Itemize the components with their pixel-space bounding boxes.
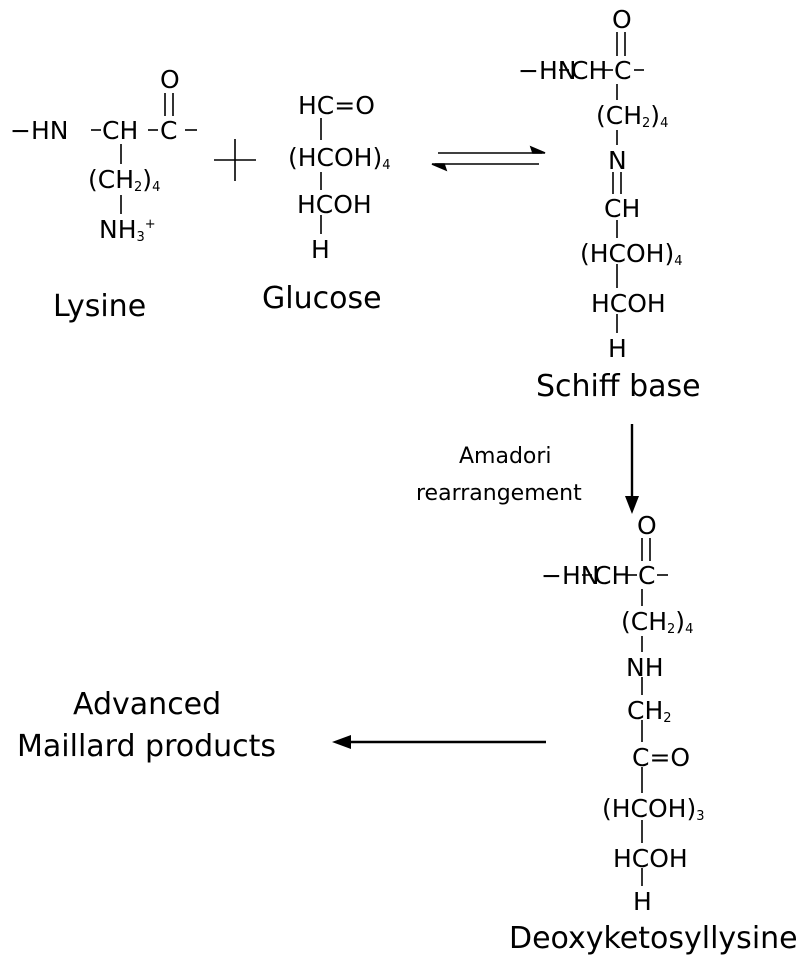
amadori-label-line1: Amadori bbox=[459, 444, 552, 469]
products-label-line2: Maillard products bbox=[17, 729, 277, 764]
schiff-carbonyl-carbon: C bbox=[614, 56, 632, 85]
deoxy-hcoh: HCOH bbox=[613, 844, 688, 873]
lysine-side-chain: (CH2)4 bbox=[88, 165, 161, 195]
deoxy-methylene: CH2 bbox=[627, 696, 672, 726]
deoxy-amine: NH bbox=[626, 653, 664, 682]
schiff-side-chain: (CH2)4 bbox=[596, 101, 669, 131]
deoxy-alpha-carbon: CH bbox=[594, 561, 631, 590]
amadori-arrow bbox=[625, 424, 639, 514]
lysine-chain-left: −HN bbox=[10, 116, 69, 145]
glucose-hcoh: HCOH bbox=[297, 190, 372, 219]
glucose-terminal-h: H bbox=[311, 235, 330, 264]
products-label-line1: Advanced bbox=[73, 687, 222, 722]
deoxy-chain-left: −HN bbox=[541, 561, 600, 590]
lysine-amino-group: NH3+ bbox=[99, 215, 156, 245]
schiff-imine-nitrogen: N bbox=[608, 146, 627, 175]
deoxy-carbonyl-oxygen: O bbox=[637, 511, 657, 540]
lysine-label: Lysine bbox=[53, 289, 147, 324]
lysine-alpha-carbon: CH bbox=[102, 116, 139, 145]
schiff-terminal-h: H bbox=[608, 334, 627, 363]
deoxy-carbonyl-carbon: C bbox=[638, 561, 656, 590]
deoxy-terminal-h: H bbox=[633, 887, 652, 916]
glucose-aldehyde: HC=O bbox=[298, 91, 375, 120]
deoxy-side-chain: (CH2)4 bbox=[621, 607, 694, 637]
schiff-chain-left: −HN bbox=[518, 56, 577, 85]
deoxyketosyllysine-label: Deoxyketosyllysine bbox=[509, 921, 798, 956]
glucose-label: Glucose bbox=[262, 281, 382, 316]
schiff-imine-carbon: CH bbox=[604, 194, 641, 223]
lysine-carbonyl-oxygen: O bbox=[160, 65, 180, 94]
deoxy-hcoh-chain: (HCOH)3 bbox=[602, 794, 705, 824]
schiff-carbonyl-oxygen: O bbox=[612, 5, 632, 34]
schiff-base-label: Schiff base bbox=[536, 369, 701, 404]
amadori-label-line2: rearrangement bbox=[416, 481, 582, 506]
products-arrow bbox=[332, 735, 546, 749]
glucose-hcoh-chain: (HCOH)4 bbox=[288, 143, 391, 173]
deoxy-ketone: C=O bbox=[632, 743, 691, 772]
lysine-carbonyl-carbon: C bbox=[160, 116, 178, 145]
schiff-hcoh-chain: (HCOH)4 bbox=[580, 239, 683, 269]
equilibrium-arrow bbox=[431, 145, 546, 172]
schiff-hcoh: HCOH bbox=[591, 289, 666, 318]
schiff-alpha-carbon: CH bbox=[571, 56, 608, 85]
